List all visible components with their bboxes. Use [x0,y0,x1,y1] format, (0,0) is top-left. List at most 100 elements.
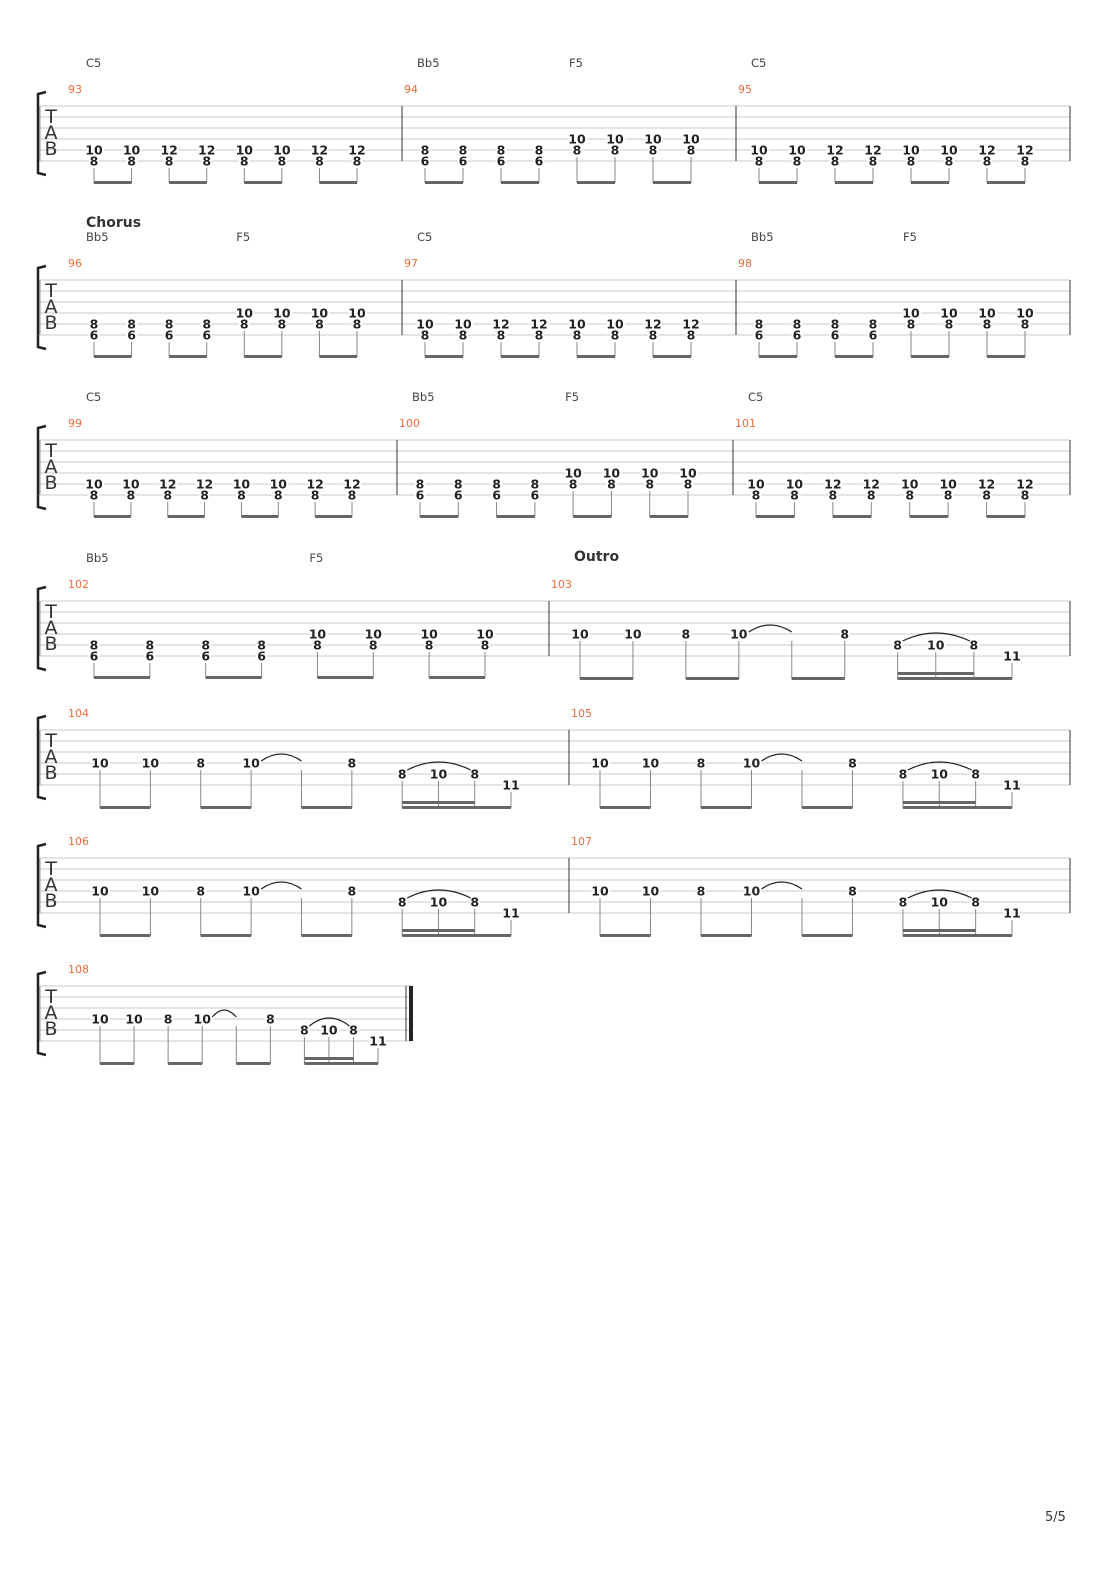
fret-number: 8 [459,328,468,343]
fret-number: 8 [348,488,357,503]
beam [420,515,459,518]
fret-number: 10 [939,477,957,492]
tie-arc [761,881,803,890]
fret-number: 8 [697,884,706,899]
fret-number: 6 [459,154,468,169]
fret-number: 11 [1003,649,1020,664]
fret-number: 8 [611,328,620,343]
fret-number: 8 [970,638,979,653]
tab-clef-letter: B [44,312,57,334]
tab-clef-letter: A [45,122,58,144]
beam [496,515,535,518]
fret-number: 6 [202,328,211,343]
measure-number: 93 [68,83,82,96]
section-label: Chorus [86,215,141,231]
fret-number: 10 [348,306,366,321]
fret-number: 10 [940,143,958,158]
fret-number: 8 [793,317,802,332]
beam [429,676,485,679]
fret-number: 8 [90,317,99,332]
beam [911,355,949,358]
beam [700,934,752,937]
fret-number: 10 [236,306,254,321]
tab-clef-letter: T [44,858,57,880]
fret-number: 10 [642,756,660,771]
fret-number: 8 [278,154,287,169]
fret-number: 8 [127,154,136,169]
fret-number: 10 [641,466,659,481]
fret-number: 8 [257,638,266,653]
fret-number: 12 [978,143,995,158]
fret-number: 8 [311,488,320,503]
fret-number: 8 [829,488,838,503]
fret-number: 10 [624,627,642,642]
fret-number: 8 [398,895,407,910]
measure-number: 97 [404,257,418,270]
fret-number: 10 [420,627,438,642]
beam [501,355,539,358]
fret-number: 10 [476,627,494,642]
fret-number: 8 [982,488,991,503]
beam [205,676,262,679]
fret-number: 8 [971,895,980,910]
fret-number: 10 [978,306,996,321]
tab-clef-letter: T [44,601,57,623]
beam [236,1062,271,1065]
beam [573,515,612,518]
beam [100,1062,135,1065]
fret-number: 8 [831,317,840,332]
fret-number: 10 [320,1023,338,1038]
fret-number: 11 [502,906,519,921]
fret-number: 8 [313,638,322,653]
beam [244,355,282,358]
fret-number: 8 [481,638,490,653]
beam [653,355,691,358]
fret-number: 6 [531,488,540,503]
fret-number: 8 [893,638,902,653]
fret-number: 12 [160,143,177,158]
fret-number: 8 [353,154,362,169]
fret-number: 8 [240,317,249,332]
beam [319,181,357,184]
beam [600,806,651,809]
beam [987,355,1025,358]
fret-number: 12 [306,477,323,492]
fret-number: 8 [266,1012,275,1027]
tie-arc [761,753,803,762]
beam [167,515,205,518]
measure-number: 108 [68,963,89,976]
fret-number: 8 [869,317,878,332]
fret-number: 8 [649,143,658,158]
beam [100,806,151,809]
chord-name: Bb5 [86,230,109,244]
fret-number: 8 [1021,488,1030,503]
tab-clef-letter: B [44,633,57,655]
fret-number: 8 [369,638,378,653]
fret-number: 12 [824,477,841,492]
fret-number: 8 [146,638,155,653]
fret-number: 8 [573,143,582,158]
fret-number: 8 [315,154,324,169]
slur-arc [902,632,971,642]
sixteenth-beam [402,929,475,932]
fret-number: 8 [398,767,407,782]
fret-number: 11 [1003,778,1020,793]
fret-number: 8 [905,488,914,503]
tab-clef-letter: T [44,440,57,462]
page-number: 5/5 [1045,1510,1066,1525]
chord-name: C5 [86,390,101,404]
fret-number: 10 [270,477,288,492]
beam [244,181,282,184]
fret-number: 8 [201,638,210,653]
tie-arc [260,881,302,890]
fret-number: 10 [786,477,804,492]
fret-number: 8 [196,756,205,771]
tab-clef-letter: A [45,296,58,318]
fret-number: 10 [931,895,949,910]
system-bracket [36,714,47,801]
fret-number: 8 [790,488,799,503]
fret-number: 10 [940,306,958,321]
system-bracket [36,264,47,351]
chord-name: Bb5 [86,551,109,565]
fret-number: 8 [907,317,916,332]
